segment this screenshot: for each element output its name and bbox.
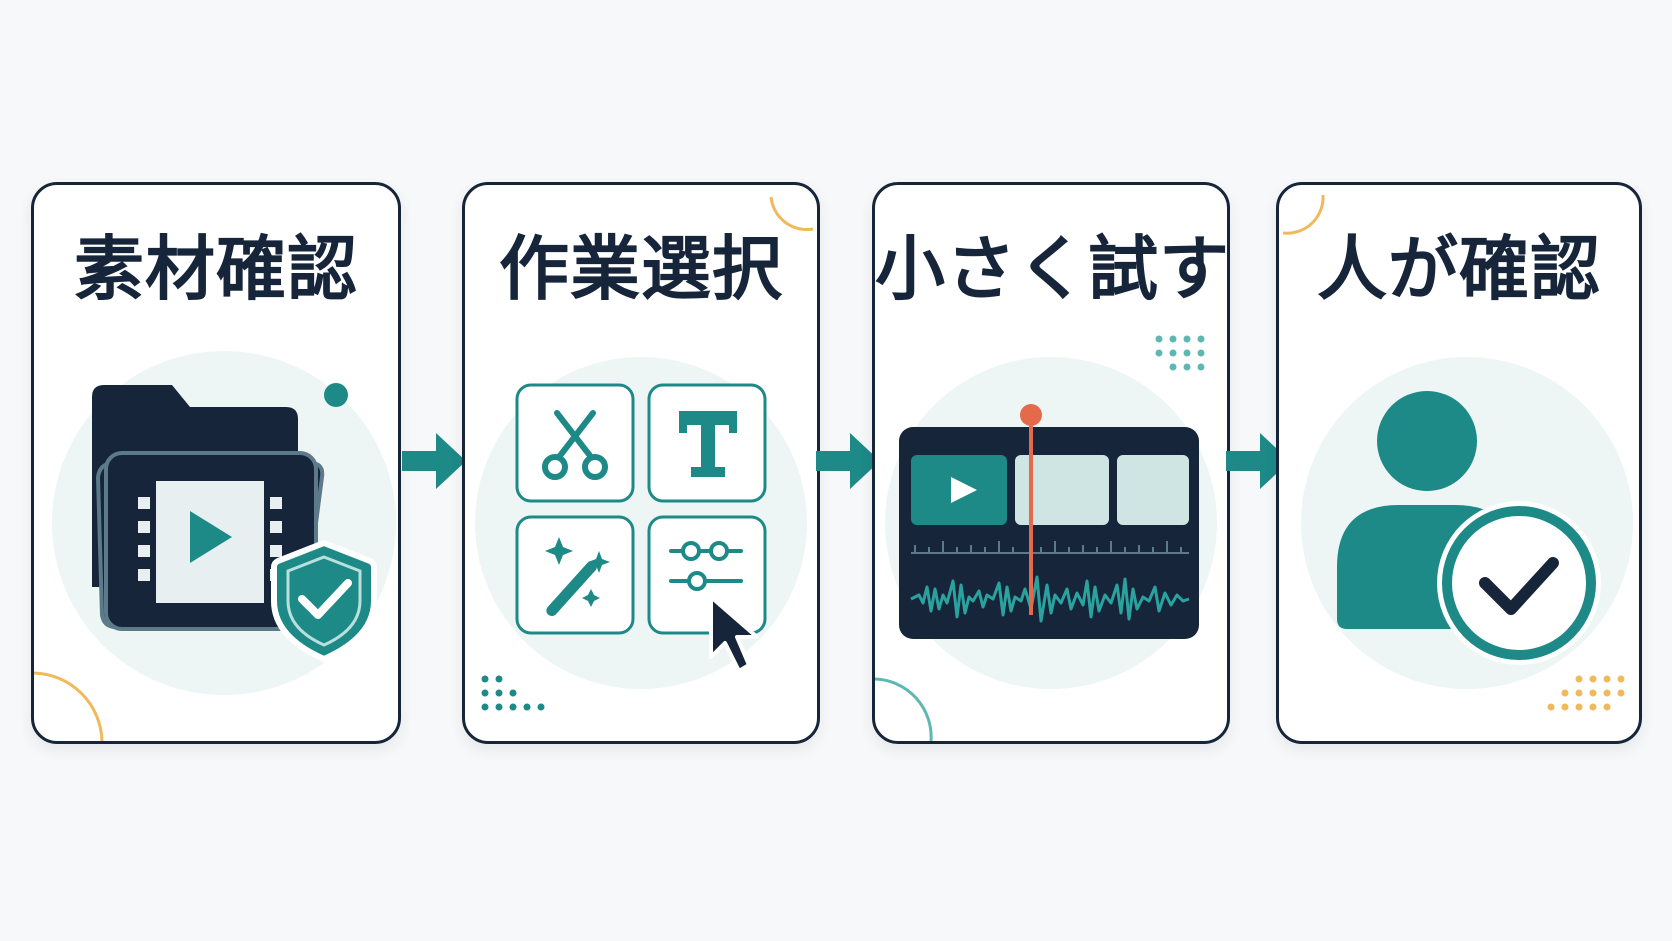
step-card-human-review: 人が確認 [1276,182,1642,744]
step-card-task-select: 作業選択 [462,182,820,744]
step-card-small-trial: 小さく試す [872,182,1230,744]
step-card-material-check: 素材確認 [31,182,401,744]
step-title: 人が確認 [1317,228,1601,310]
folder-video-shield-icon [34,351,396,741]
video-timeline-icon [875,335,1217,741]
person-check-icon [1282,194,1633,711]
step-title: 小さく試す [875,228,1230,310]
arrow-right-icon [1226,433,1290,489]
step-title: 作業選択 [499,228,783,310]
arrow-right-icon [402,433,466,489]
step-title: 素材確認 [74,228,358,310]
edit-tools-grid-icon [475,196,814,711]
arrow-right-icon [816,433,880,489]
